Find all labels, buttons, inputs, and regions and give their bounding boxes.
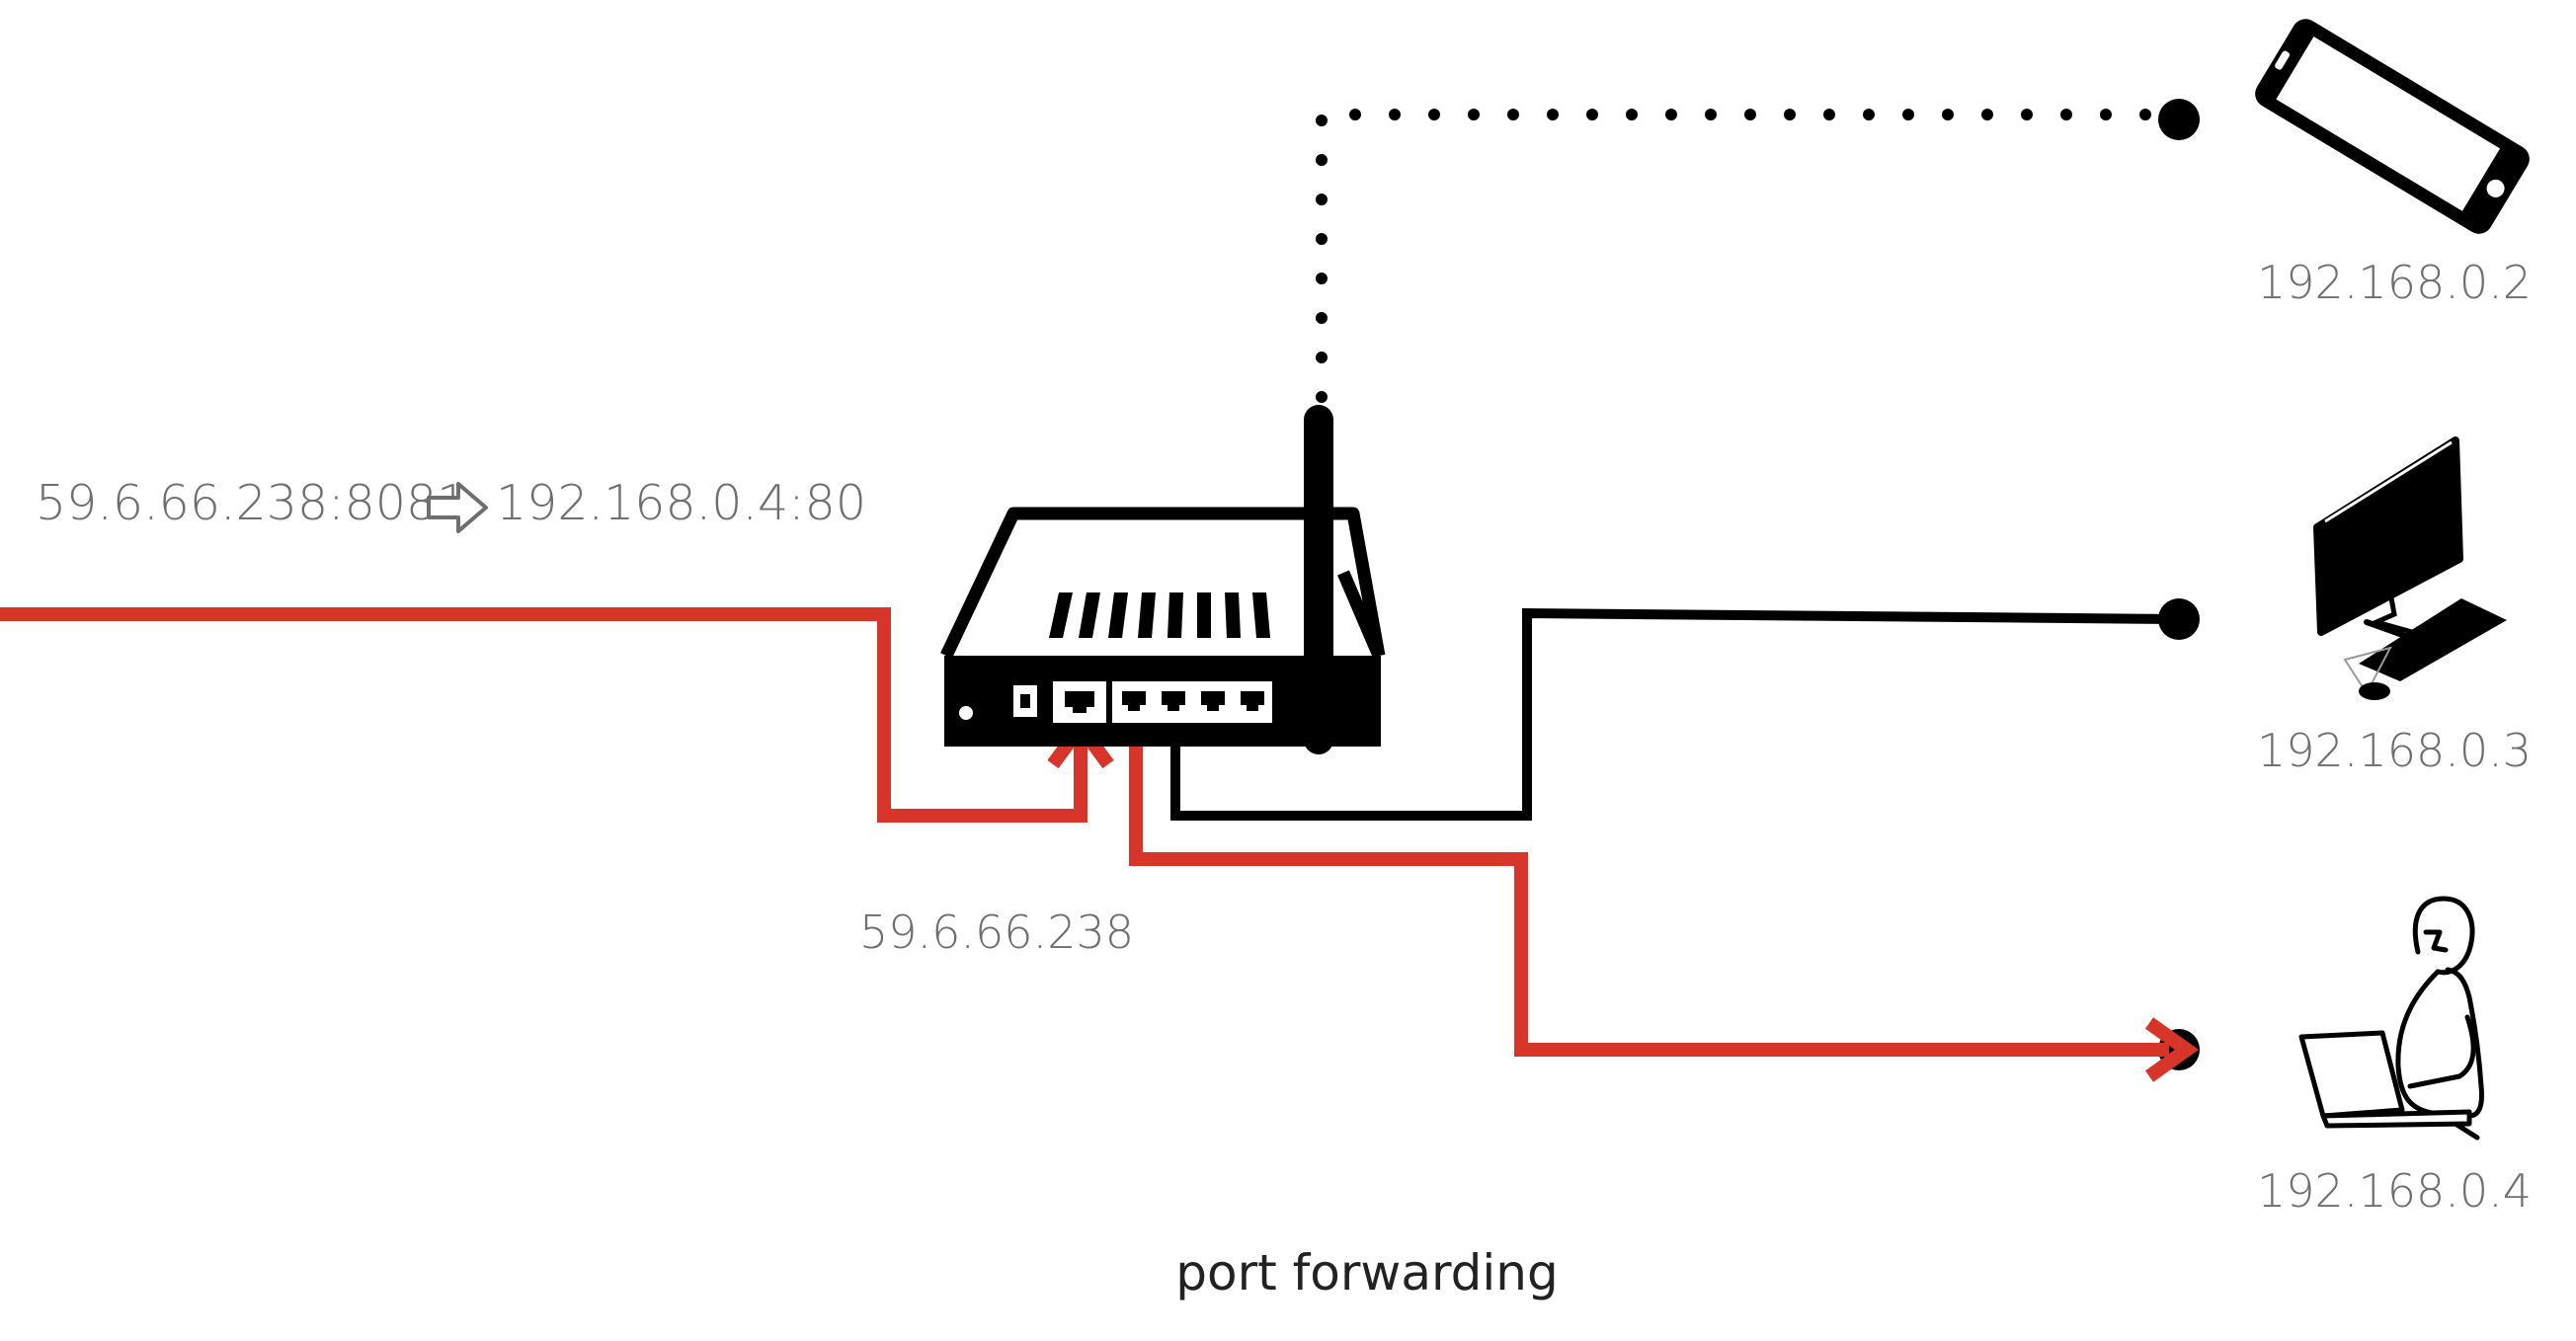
desktop-endpoint-dot (2158, 598, 2200, 640)
rule-from-label: 59.6.66.238:8081 (36, 475, 467, 531)
desktop-ip-label: 192.168.0.3 (2257, 724, 2532, 777)
incoming-internet-path (0, 607, 1087, 823)
desktop-computer-icon (2313, 436, 2507, 700)
router-icon (940, 405, 1386, 754)
rule-to-label: 192.168.0.4:80 (496, 475, 866, 531)
router-public-ip-label: 59.6.66.238 (859, 906, 1134, 959)
forwarding-rule: 59.6.66.238:8081 192.168.0.4:80 (36, 475, 866, 533)
outline-right-arrow-icon (427, 482, 488, 533)
wireless-link-dotted (1316, 109, 2185, 403)
wired-link-desktop (1170, 607, 2180, 821)
diagram-caption: port forwarding (1175, 1244, 1558, 1302)
phone-endpoint-dot (2158, 99, 2200, 140)
smartphone-icon (2255, 19, 2530, 234)
laptop-ip-label: 192.168.0.4 (2257, 1164, 2532, 1218)
phone-ip-label: 192.168.0.2 (2257, 256, 2532, 309)
person-with-laptop-icon (2298, 896, 2484, 1141)
forwarded-arrowhead (2144, 1017, 2200, 1082)
forwarded-path-to-laptop (1129, 719, 2169, 1057)
